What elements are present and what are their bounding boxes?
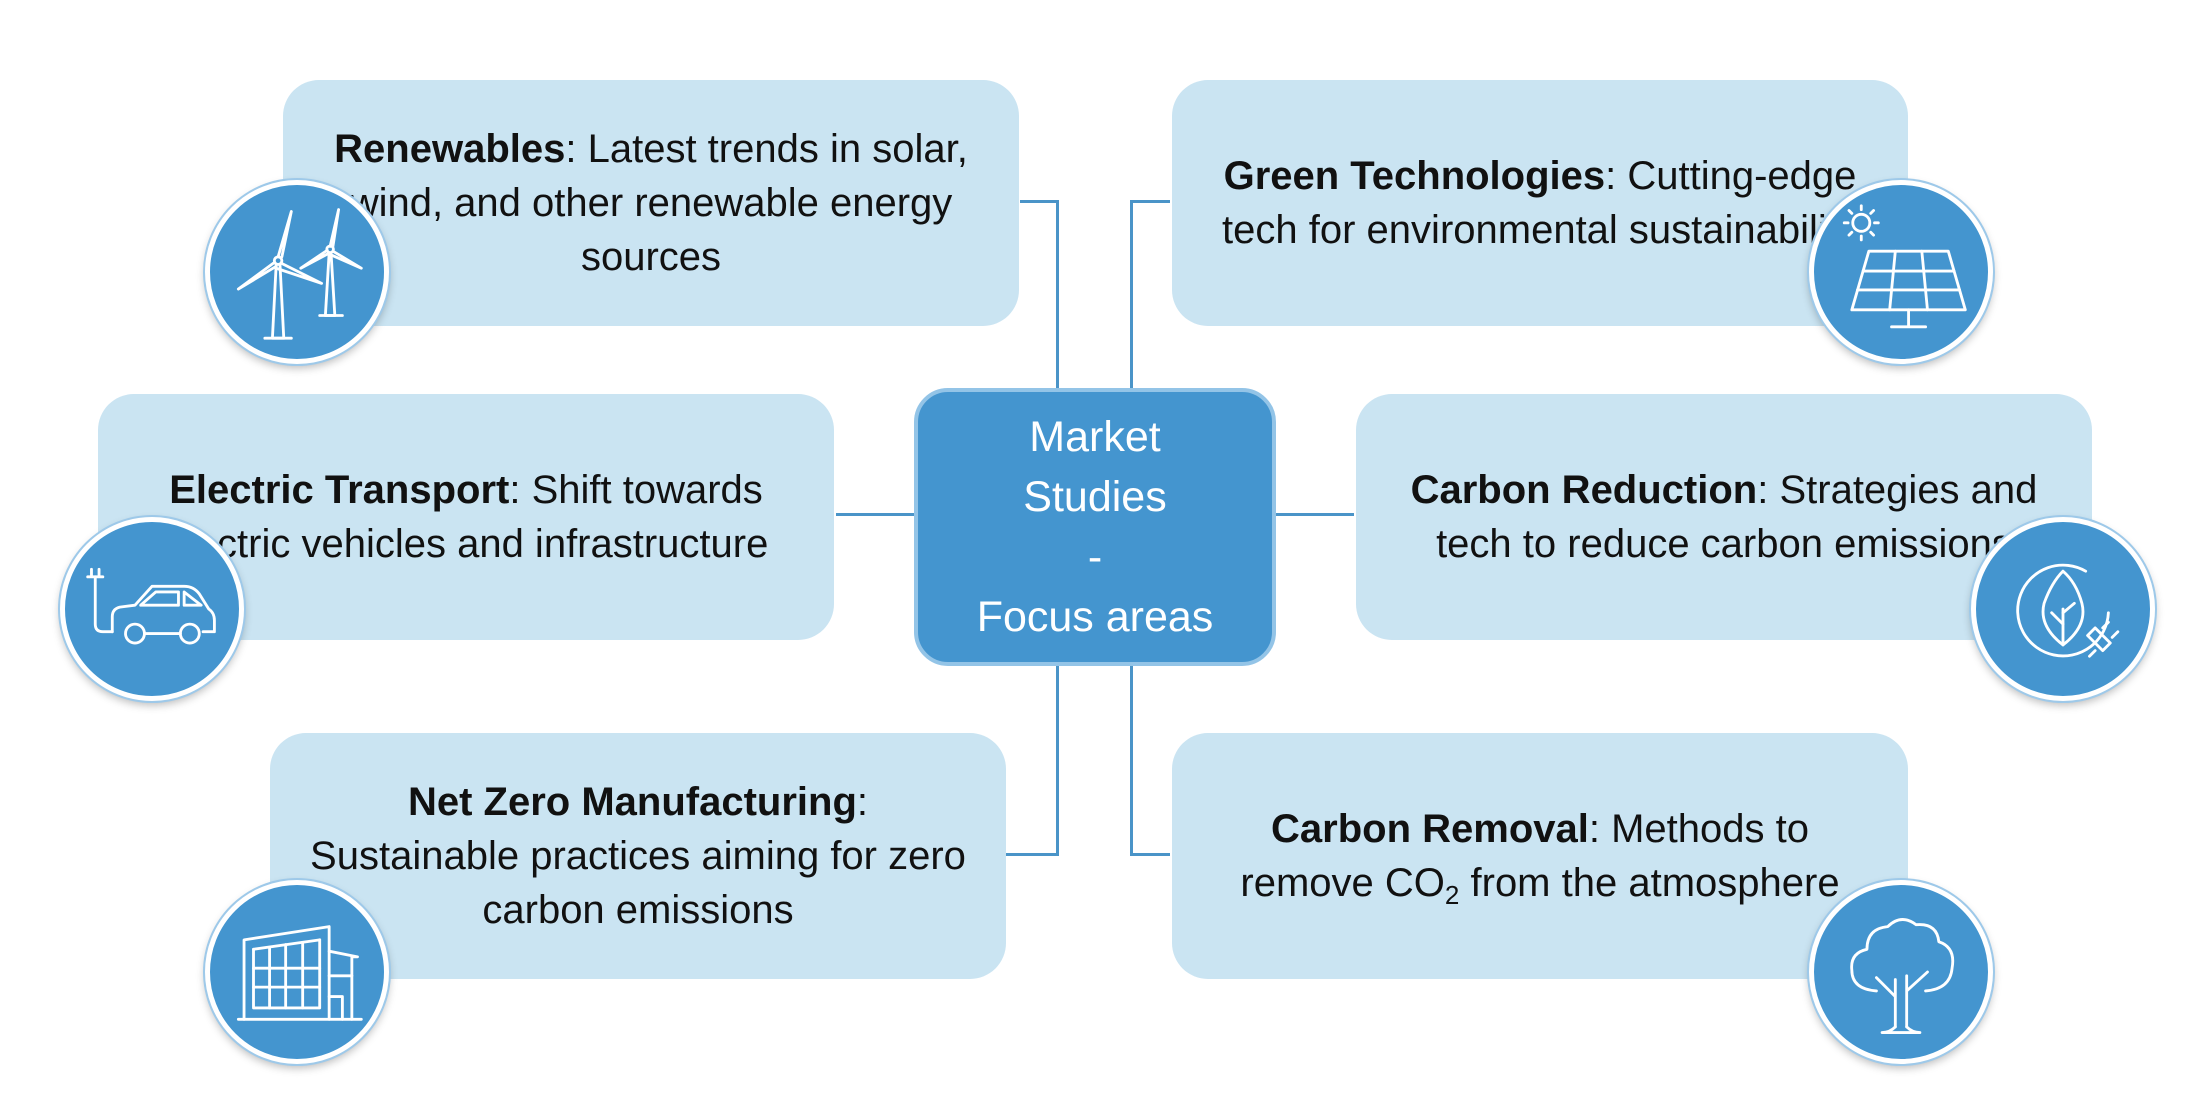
card-description: : Latest trends in solar, wind, and othe…	[349, 127, 968, 279]
solar-panel-icon	[1809, 180, 1993, 364]
factory-icon	[205, 880, 389, 1064]
card-renewables: Renewables: Latest trends in solar, wind…	[283, 80, 1019, 326]
eco-leaf-plug-icon	[1971, 517, 2155, 701]
connector-electric-transport	[836, 513, 914, 516]
card-description: : Shift towards electric vehicles and in…	[163, 468, 769, 566]
connector-green-tech	[1130, 200, 1133, 388]
card-electric-transport: Electric Transport: Shift towards electr…	[98, 394, 834, 640]
connector-net-zero	[1056, 666, 1059, 856]
card-description-end: from the atmosphere	[1459, 861, 1840, 905]
center-line-3: -	[1087, 533, 1103, 581]
connector-renewables	[1056, 200, 1059, 388]
card-title: Renewables	[334, 127, 566, 171]
connector-net-zero	[1006, 853, 1059, 856]
card-description: : Sustainable practices aiming for zero …	[310, 780, 966, 932]
wind-turbine-icon	[205, 180, 389, 364]
card-title: Carbon Removal	[1271, 807, 1589, 851]
card-description: : Methods to remove CO	[1240, 807, 1809, 905]
card-title: Electric Transport	[169, 468, 510, 512]
center-node: Market Studies - Focus areas	[914, 388, 1276, 666]
center-line-2: Studies	[1023, 473, 1167, 521]
card-description: : Cutting-edge tech for environmental su…	[1222, 154, 1858, 252]
card-title: Green Technologies	[1223, 154, 1606, 198]
center-line-4: Focus areas	[976, 593, 1214, 641]
connector-carbon-removal	[1130, 853, 1170, 856]
co2-subscript: 2	[1444, 880, 1460, 910]
card-title: Net Zero Manufacturing	[407, 780, 857, 824]
card-carbon-reduction: Carbon Reduction: Strategies and tech to…	[1356, 394, 2092, 640]
card-description: : Strategies and tech to reduce carbon e…	[1436, 468, 2038, 566]
tree-icon	[1809, 880, 1993, 1064]
card-net-zero-manufacturing: Net Zero Manufacturing: Sustainable prac…	[270, 733, 1006, 979]
connector-carbon-removal	[1130, 666, 1133, 856]
connector-carbon-reduction	[1276, 513, 1354, 516]
card-carbon-removal: Carbon Removal: Methods to remove CO2 fr…	[1172, 733, 1908, 979]
card-title: Carbon Reduction	[1410, 468, 1758, 512]
center-line-1: Market	[1029, 413, 1161, 461]
electric-car-icon	[60, 517, 244, 701]
card-green-technologies: Green Technologies: Cutting-edge tech fo…	[1172, 80, 1908, 326]
connector-renewables	[1020, 200, 1058, 203]
connector-green-tech	[1130, 200, 1170, 203]
